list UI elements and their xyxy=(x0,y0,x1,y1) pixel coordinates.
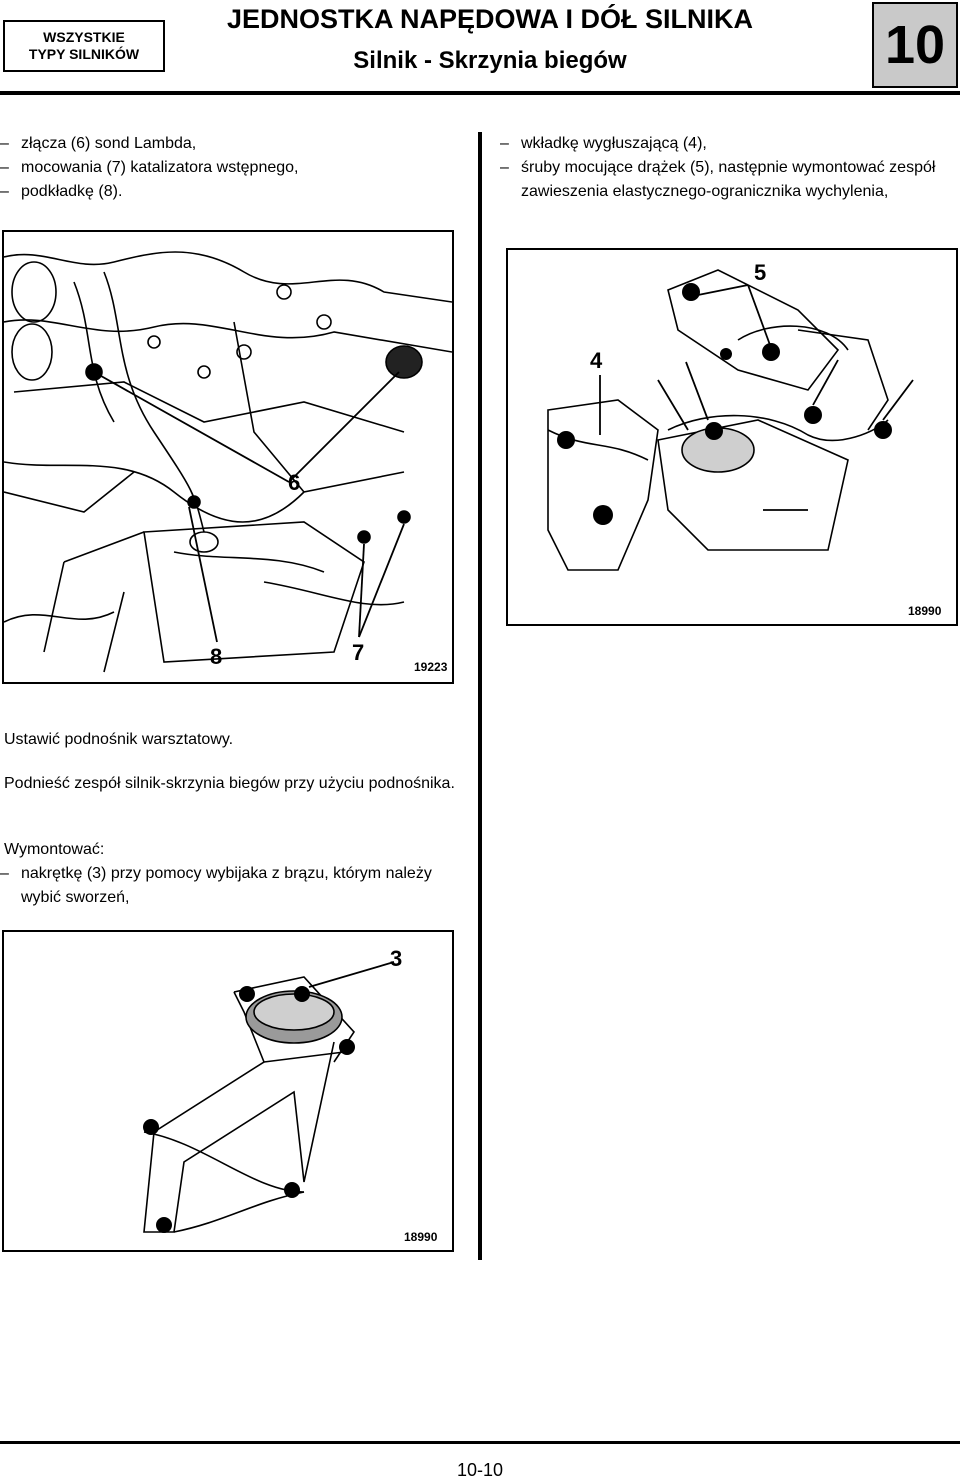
right-removal-list: wkładkę wygłuszającą (4), śruby mocujące… xyxy=(500,132,940,204)
left-removal-list-2: nakrętkę (3) przy pomocy wybijaka z brąz… xyxy=(0,862,470,910)
callout-8: 8 xyxy=(210,644,222,669)
engine-illustration: 6 8 7 xyxy=(4,251,452,673)
figure-code: 18990 xyxy=(908,604,942,618)
list-item: mocowania (7) katalizatora wstępnego, xyxy=(0,156,470,180)
footer-rule xyxy=(0,1441,960,1444)
header-rule xyxy=(0,91,960,95)
figure-code: 19223 xyxy=(414,660,448,674)
page-title: JEDNOSTKA NAPĘDOWA I DÓŁ SILNIKA xyxy=(226,4,754,34)
callout-3: 3 xyxy=(390,946,402,971)
page-subtitle: Silnik - Skrzynia biegów xyxy=(353,47,627,74)
list-item: wkładkę wygłuszającą (4), xyxy=(500,132,940,156)
list-item: podkładkę (8). xyxy=(0,180,470,204)
bracket-illustration: 3 xyxy=(143,946,402,1233)
page-number: 10-10 xyxy=(456,1460,504,1480)
list-item: nakrętkę (3) przy pomocy wybijaka z brąz… xyxy=(0,862,470,910)
left-removal-list: złącza (6) sond Lambda, mocowania (7) ka… xyxy=(0,132,470,204)
column-divider xyxy=(478,132,482,1260)
list-item: śruby mocujące drążek (5), następnie wym… xyxy=(500,156,940,204)
callout-6: 6 xyxy=(288,470,300,495)
figure-bracket-nut: 3 18990 xyxy=(2,930,454,1252)
figure-engine-lambda: 6 8 7 19223 xyxy=(2,230,454,684)
chapter-number: 10 xyxy=(872,2,958,88)
engine-type-tag: WSZYSTKIE TYPY SILNIKÓW xyxy=(3,20,165,72)
figure-mount-pad: 5 4 18990 xyxy=(506,248,958,626)
callout-5: 5 xyxy=(754,260,766,285)
mount-pad-illustration: 5 4 xyxy=(547,260,914,571)
tag-line-1: WSZYSTKIE xyxy=(43,29,125,45)
callout-4: 4 xyxy=(590,348,603,373)
para-remove: Wymontować: xyxy=(4,841,105,858)
callout-7: 7 xyxy=(352,640,364,665)
para-jack: Ustawić podnośnik warsztatowy. xyxy=(4,731,234,748)
figure-code: 18990 xyxy=(404,1230,438,1244)
tag-line-2: TYPY SILNIKÓW xyxy=(28,46,140,62)
para-lift: Podnieść zespół silnik-skrzynia biegów p… xyxy=(4,775,455,792)
list-item: złącza (6) sond Lambda, xyxy=(0,132,470,156)
